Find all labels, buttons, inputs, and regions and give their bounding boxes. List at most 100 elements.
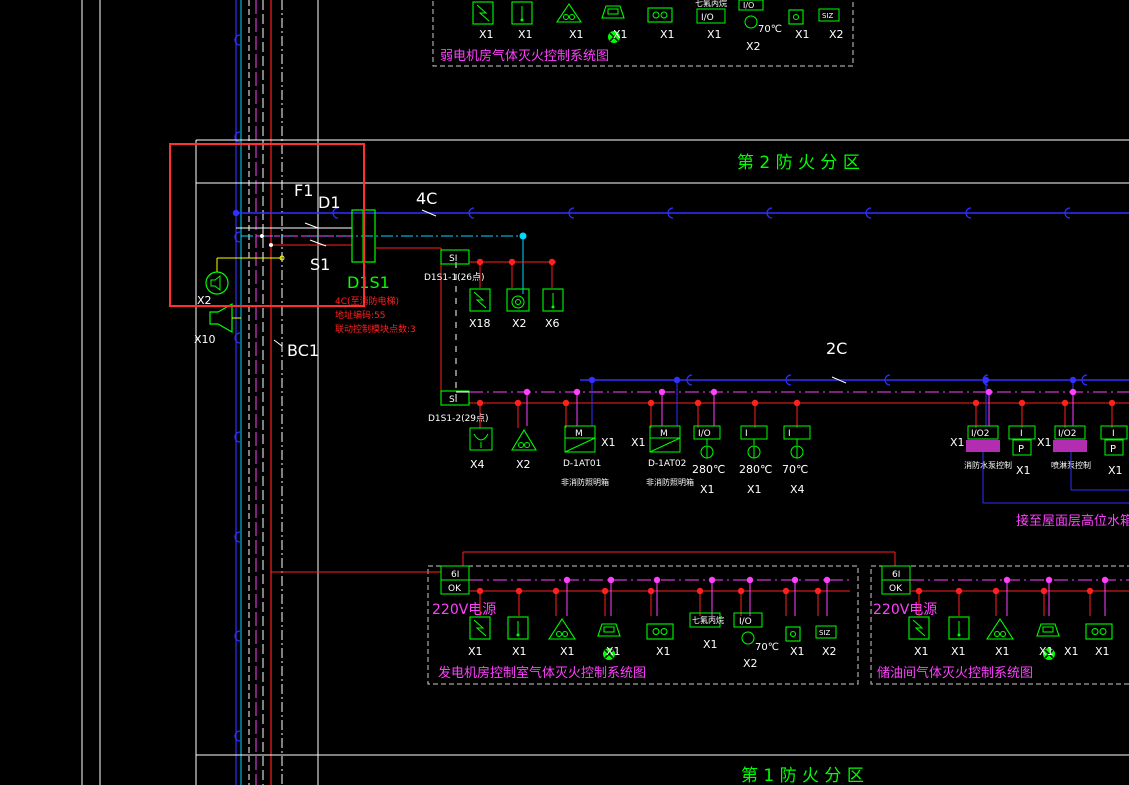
gen-device-label: X1 — [560, 645, 575, 658]
smoke-detector-icon — [908, 616, 930, 640]
fire-damper-icon: I — [740, 425, 768, 459]
bus-4c-label: 4C — [416, 189, 437, 208]
alarm-bell-icon — [511, 428, 537, 451]
row2-side-label: X1 — [631, 436, 646, 449]
alarm-bell-icon — [555, 3, 583, 23]
f1-label: F1 — [294, 181, 313, 200]
fire-damper-icon: I/O — [693, 425, 721, 459]
si-1-label: D1S1-1(26点) — [424, 272, 485, 283]
gen-device-label: X1 — [468, 645, 483, 658]
si-2-label: D1S1-2(29点) — [428, 413, 489, 424]
gen-panel-title: 发电机房控制室气体灭火控制系统图 — [438, 665, 646, 681]
loop-mark — [667, 207, 674, 219]
module-small-icon — [788, 9, 804, 25]
loop-mark — [785, 374, 792, 386]
io-module-box — [738, 0, 764, 11]
damper-box-text: I — [788, 429, 791, 439]
row2-label: X1 — [1016, 464, 1031, 477]
pressure-switch-icon: IP — [1008, 425, 1036, 456]
top-device-label: X1 — [479, 28, 494, 41]
loop-mark — [234, 131, 241, 143]
alarm-bell-icon — [547, 617, 577, 640]
loop-mark — [234, 34, 241, 46]
release-indicator-icon — [1043, 648, 1055, 660]
manual-call-point-icon — [507, 616, 529, 640]
row2-label: D-1AT02 — [648, 459, 686, 469]
zone-boundaries — [196, 139, 1129, 756]
vertical-risers — [81, 0, 319, 785]
top-device-label: X2 — [829, 28, 844, 41]
si-module-2[interactable]: SI D1S1-2(29点) — [428, 390, 489, 424]
motor-module-icon: M — [649, 425, 681, 453]
top-device-label: X1 — [569, 28, 584, 41]
smoke-detector-icon — [469, 288, 491, 312]
loop-mark — [234, 630, 241, 642]
zone-1-label: 第 1 防 火 分 区 — [741, 766, 864, 785]
s1-label: S1 — [310, 255, 330, 274]
row2-temp-label: 280℃ — [692, 463, 725, 476]
discharge-light-icon — [647, 7, 673, 23]
d1-label: D1 — [318, 193, 341, 212]
zone-2-label: 第 2 防 火 分 区 — [737, 153, 860, 173]
row1-device-label: X2 — [512, 317, 527, 330]
isolator-module-area[interactable]: F1 D1 S1 D1S1 4C(至消防电梯) 地址编码:55 联动控制模块点数… — [194, 181, 457, 398]
riser-loop-marks — [234, 34, 241, 742]
top-device-label: X1 — [660, 28, 675, 41]
bc1-label: BC1 — [287, 341, 319, 360]
gen-module-top: 6I — [451, 570, 459, 580]
gen-module-bot: OK — [448, 584, 462, 594]
junction-dot — [232, 209, 240, 217]
loop-mark — [965, 207, 972, 219]
module-note-3: 联动控制模块点数:3 — [335, 323, 416, 335]
siz-text: SIZ — [822, 12, 834, 20]
module-note-1: 4C(至消防电梯) — [335, 295, 399, 307]
bus-4c: 4C — [232, 189, 1129, 219]
module-box-text: M — [660, 429, 668, 439]
module-note-2: 地址编码:55 — [335, 309, 386, 321]
row1-device-label: X6 — [545, 317, 560, 330]
oil-device-label: X1 — [951, 645, 966, 658]
pump-box-text: I/O2 — [971, 429, 990, 439]
gen-device-label: X2 — [743, 657, 758, 670]
pressure-box-text: I — [1112, 429, 1115, 439]
loop-mark — [234, 332, 241, 344]
row2-label: X4 — [790, 483, 805, 496]
oil-device-label: X1 — [1095, 645, 1110, 658]
row1-device-label: X18 — [469, 317, 491, 330]
speaker-icon — [205, 271, 229, 295]
si-module-1[interactable]: SI D1S1-1(26点) — [424, 249, 556, 283]
gen-temp-label: 70℃ — [755, 642, 779, 653]
pump-box-text: I/O2 — [1058, 429, 1077, 439]
loop-mark — [884, 374, 891, 386]
top-valve-label: 七氟丙烷 — [695, 0, 727, 8]
roof-note: 接至屋面层高位水箱流 — [1016, 513, 1129, 529]
loop-mark — [468, 207, 475, 219]
smoke-detector-icon — [469, 616, 491, 640]
manual-call-point-icon — [511, 1, 533, 25]
gen-device-label: X1 — [790, 645, 805, 658]
gen-device-label: X1 — [656, 645, 671, 658]
pressure-switch-icon: IP — [1100, 425, 1128, 456]
selection-rectangle[interactable] — [169, 143, 365, 307]
loop-mark — [568, 207, 575, 219]
io-module-box — [733, 612, 763, 628]
row2-label: X1 — [700, 483, 715, 496]
discharge-light-icon — [1085, 623, 1113, 640]
row2-sub-label: 消防水泵控制 — [964, 460, 1012, 470]
loop-mark — [1064, 207, 1071, 219]
loop-mark — [234, 231, 241, 243]
damper-box-text: I — [745, 429, 748, 439]
manual-call-point-icon — [542, 288, 564, 312]
horn-x10-label: X10 — [194, 333, 216, 346]
horn-icon — [209, 302, 233, 334]
gas-release-icon — [597, 623, 621, 637]
discharge-light-icon — [646, 623, 674, 640]
row2-sub-label: 非消防照明箱 — [561, 477, 609, 487]
gas-release-icon — [1036, 623, 1060, 637]
row2-label: X1 — [1108, 464, 1123, 477]
